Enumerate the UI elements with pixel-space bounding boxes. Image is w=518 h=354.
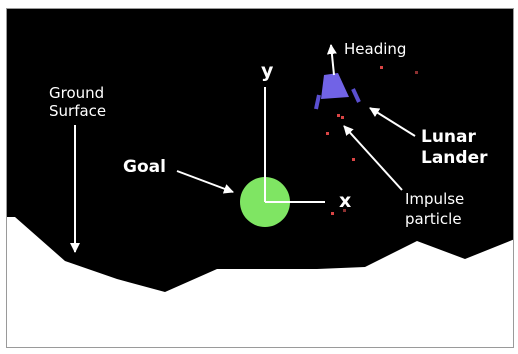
impulse-particles: [326, 66, 418, 215]
heading-arrow: [326, 44, 337, 76]
lander-label-line2: Lander: [421, 148, 488, 168]
impulse-arrow: [343, 125, 403, 191]
ground-surface: [7, 217, 513, 347]
lander-arrow: [369, 107, 416, 137]
x-axis-label: x: [339, 190, 351, 212]
goal-label: Goal: [123, 157, 166, 177]
lunar-lander: [314, 73, 361, 110]
particle: [343, 209, 346, 212]
lander-leg-right: [351, 88, 361, 103]
ground-label-line2: Surface: [49, 102, 106, 120]
particle: [352, 158, 355, 161]
particle: [331, 212, 334, 215]
particle: [341, 116, 344, 119]
lander-leg-left: [314, 94, 321, 110]
particle: [415, 71, 418, 74]
lander-label-line1: Lunar: [421, 127, 477, 147]
scene-frame: Ground Surface Goal y x Heading Lunar La…: [6, 8, 514, 348]
heading-label: Heading: [344, 40, 406, 58]
ground-label-line1: Ground: [49, 84, 104, 102]
lander-body: [321, 73, 349, 99]
impulse-label-line2: particle: [405, 210, 462, 228]
particle: [337, 114, 340, 117]
particle: [380, 66, 383, 69]
particle: [326, 132, 329, 135]
goal-arrow: [176, 170, 234, 194]
impulse-label-line1: Impulse: [405, 190, 464, 208]
lunar-lander-diagram: Ground Surface Goal y x Heading Lunar La…: [7, 9, 513, 347]
y-axis-label: y: [261, 60, 274, 82]
